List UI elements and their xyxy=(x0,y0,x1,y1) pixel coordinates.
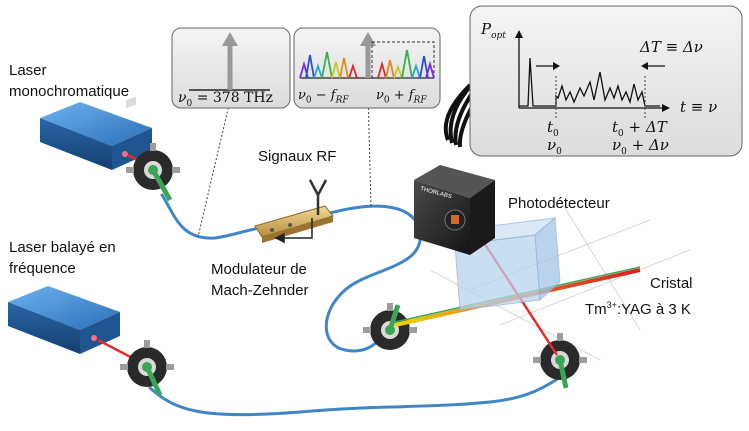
mount-1 xyxy=(126,143,180,202)
rf-antenna xyxy=(308,179,328,215)
t0-label: t0 xyxy=(547,118,559,139)
nu0-label: ν0 xyxy=(547,136,562,157)
modulator-label-1: Modulateur de xyxy=(211,261,307,278)
laser-mono-label-2: monochromatique xyxy=(9,83,130,100)
photodetector-label: Photodétecteur xyxy=(508,195,610,212)
t0-plus-delta-label: t0 + ΔT xyxy=(612,118,667,139)
laser-mono-label-1: Laser xyxy=(9,62,47,79)
p-opt-axis-label: Popt xyxy=(481,20,506,41)
time-frequency-axis-label: t ≡ ν xyxy=(680,98,718,116)
laser-monochromatic xyxy=(40,96,152,170)
modulator-label-2: Mach-Zehnder xyxy=(211,282,309,299)
nu0-plus-delta-label: ν0 + Δν xyxy=(612,136,669,157)
laser-swept xyxy=(8,286,120,354)
rf-connection-arrow xyxy=(274,218,313,244)
laser-sweep-label-2: fréquence xyxy=(9,260,76,277)
inset-sidebands-box xyxy=(293,27,441,109)
crystal-label-1: Cristal xyxy=(650,275,693,292)
sideband-spectrum xyxy=(299,49,435,79)
lower-sideband-label: ν0 − fRF xyxy=(298,88,349,106)
crystal-label-2: Tm3+:YAG à 3 K xyxy=(585,300,691,318)
leader-lines xyxy=(197,91,372,238)
carrier-frequency-label: ν0 = 378 THz xyxy=(178,90,273,109)
optical-fibers xyxy=(148,193,564,417)
crystal-block xyxy=(453,216,561,311)
laser-sweep-label-1: Laser balayé en xyxy=(9,239,116,256)
mount-2 xyxy=(120,340,174,397)
inset-signal-box xyxy=(469,5,743,157)
upper-sideband-label: ν0 + fRF xyxy=(376,88,427,106)
photodetector: THORLABS xyxy=(414,65,496,255)
inset-carrier-box xyxy=(171,27,291,109)
delta-t-label: ΔT ≡ Δν xyxy=(640,38,703,56)
mount-4 xyxy=(533,333,587,389)
mount-3 xyxy=(363,303,417,350)
rf-signals-label: Signaux RF xyxy=(258,148,337,165)
